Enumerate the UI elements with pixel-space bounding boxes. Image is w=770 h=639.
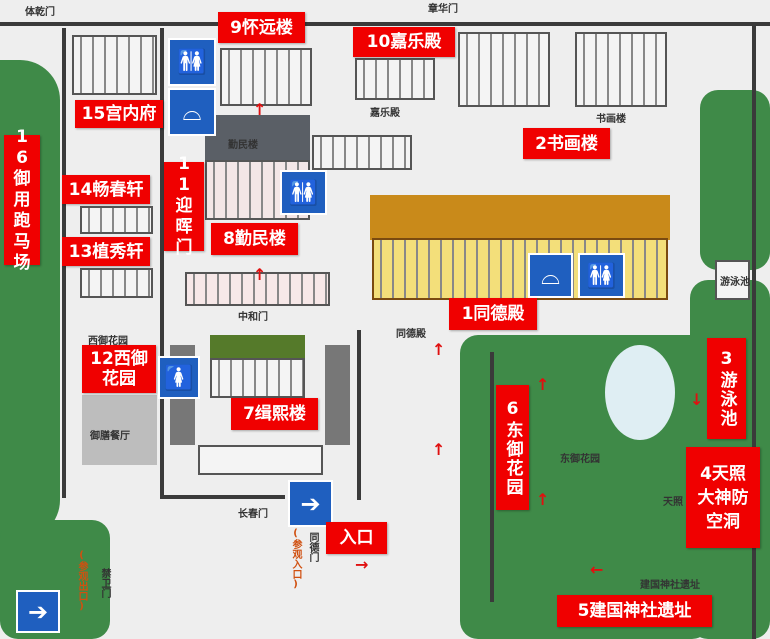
map-text-east-garden: 东御花园: [560, 454, 600, 465]
label-zhixiu[interactable]: 13植秀轩: [62, 237, 150, 266]
wall: [357, 330, 361, 500]
map-text-jinwei-gate: 禁卫门: [99, 568, 110, 598]
huaiyuan-building: [220, 48, 312, 106]
route-arrow: ↑: [536, 490, 550, 509]
map-text-qinmin: 勤民楼: [228, 140, 258, 151]
label-west-garden[interactable]: 12西御花园: [82, 345, 156, 393]
map-text-tianzhao: 天照: [663, 497, 683, 508]
label-jiale-hall[interactable]: 10嘉乐殿: [353, 27, 455, 57]
changchun-building: [80, 206, 153, 234]
qinmin-roof: [205, 115, 310, 160]
shuhua-building: [575, 32, 667, 107]
map-text-jianguo: 建国神社遗址: [640, 580, 700, 591]
label-jianguo-shrine[interactable]: 5建国神社遗址: [557, 595, 712, 627]
map-text-jiale-hall: 嘉乐殿: [370, 108, 400, 119]
label-huaiyuan-building[interactable]: 9怀远楼: [218, 12, 305, 43]
label-racecourse[interactable]: 16御用跑马场: [4, 127, 40, 273]
jixi-roof: [210, 335, 305, 360]
label-air-raid-shelter-text: 4天照大神防空洞: [697, 463, 749, 532]
map-text-west-garden: 西御花园: [88, 336, 128, 347]
wall: [490, 352, 494, 602]
map-text-zhonghe-gate: 中和门: [238, 312, 268, 323]
route-arrow: ←: [590, 560, 604, 579]
label-shuhua-building[interactable]: 2书画楼: [523, 128, 610, 159]
tongde-roof: [370, 195, 670, 240]
entrance-icon: ➔: [288, 480, 333, 527]
map-text-dining: 御膳餐厅: [90, 431, 130, 442]
building: [312, 135, 412, 170]
map-text-zhanghua-gate: 章华门: [428, 4, 458, 15]
map-text-pool: 游泳池: [720, 277, 750, 288]
jiale-hall: [355, 58, 435, 100]
zhixiu-building: [80, 268, 153, 298]
east-wall: [752, 22, 756, 639]
route-arrow: ↑: [536, 375, 550, 394]
side-building: [325, 345, 350, 445]
lawn: [700, 90, 770, 270]
map-text-visit-entrance: (参观入口): [290, 528, 301, 590]
route-arrow: →: [355, 555, 369, 574]
label-tongde-hall[interactable]: 1同德殿: [449, 298, 537, 330]
south-building: [198, 445, 323, 475]
label-east-garden[interactable]: 6东御花园: [496, 385, 529, 510]
pond: [605, 345, 675, 440]
label-swimming-pool[interactable]: 3游泳池: [707, 338, 746, 439]
map-text-changchun-gate: 长春门: [238, 509, 268, 520]
route-arrow: ↑: [432, 440, 446, 459]
route-arrow: ↑: [253, 100, 267, 119]
label-yinghui-gate-text: 11迎晖门: [175, 154, 193, 258]
wall: [160, 28, 164, 498]
route-arrow: ↑: [432, 340, 446, 359]
restroom-icon: 🚻: [578, 253, 625, 298]
north-wall: [0, 22, 770, 26]
route-arrow: ↑: [253, 265, 267, 284]
label-west-garden-text: 12西御花园: [90, 349, 148, 389]
rest-area-icon: ⌓: [528, 253, 573, 298]
dining-hall: [82, 395, 157, 465]
restroom-women-icon: 🚺: [158, 356, 200, 399]
map-text-shuhua: 书画楼: [596, 114, 626, 125]
building: [458, 32, 550, 107]
exit-icon: ➔: [16, 590, 60, 633]
jixi-building: [210, 358, 305, 398]
label-changchun[interactable]: 14畅春轩: [62, 175, 150, 204]
label-jixi-building[interactable]: 7缉熙楼: [231, 398, 318, 430]
restroom-icon: 🚻: [280, 170, 327, 215]
pool-building: [715, 260, 750, 300]
label-air-raid-shelter[interactable]: 4天照大神防空洞: [686, 447, 760, 548]
wall: [160, 495, 285, 499]
map-text-tiqian-gate: 体乾门: [25, 7, 55, 18]
map-text-tongde-gate: 同德门: [307, 532, 318, 562]
label-entrance[interactable]: 入口: [326, 522, 387, 554]
rest-area-icon: ⌓: [168, 88, 216, 136]
route-arrow: ↓: [690, 390, 704, 409]
map-text-tongde: 同德殿: [396, 329, 426, 340]
label-racecourse-text: 16御用跑马场: [13, 126, 31, 273]
label-qinmin-building[interactable]: 8勤民楼: [211, 223, 298, 255]
zhonghe-gate-building: [185, 272, 330, 306]
map-text-visit-exit: (参观出口): [76, 550, 87, 612]
label-yinghui-gate[interactable]: 11迎晖门: [164, 154, 204, 258]
gongnei-building: [72, 35, 157, 95]
restroom-icon: 🚻: [168, 38, 216, 86]
label-gongnei[interactable]: 15宫内府: [75, 100, 163, 128]
